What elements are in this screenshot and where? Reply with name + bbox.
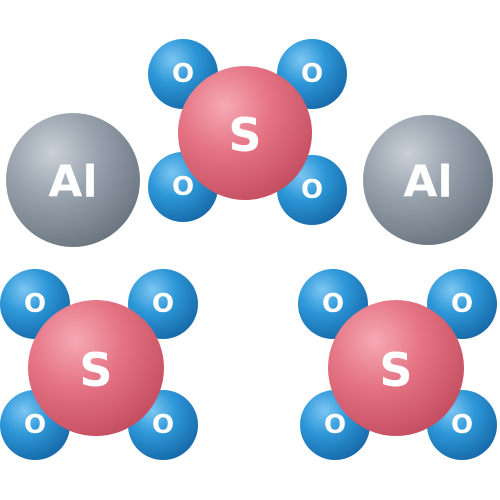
- sulfur-atom: S: [178, 66, 312, 200]
- atom-label: O: [451, 289, 473, 319]
- aluminum-atom-left: Al: [6, 113, 140, 247]
- atom-label: O: [152, 410, 174, 440]
- atom-label: O: [301, 175, 323, 205]
- sulfate-group: O O O O S: [148, 39, 347, 225]
- atom-label: S: [79, 343, 112, 397]
- sulfate-group: O O O O S: [0, 269, 198, 460]
- atom-label: O: [451, 410, 473, 440]
- atom-label: O: [322, 289, 344, 319]
- atom-label: O: [172, 59, 194, 89]
- sulfur-atom: S: [28, 300, 164, 436]
- atom-label: S: [228, 108, 261, 162]
- atom-label: O: [172, 172, 194, 202]
- atom-label: Al: [48, 157, 97, 208]
- atom-label: O: [324, 410, 346, 440]
- atom-label: O: [24, 289, 46, 319]
- aluminum-atom-right: Al: [363, 115, 493, 245]
- atom-label: O: [152, 289, 174, 319]
- atom-label: O: [24, 410, 46, 440]
- atom-label: S: [379, 343, 412, 397]
- atom-label: O: [301, 59, 323, 89]
- sulfur-atom: S: [328, 300, 464, 436]
- atom-label: Al: [403, 157, 452, 208]
- sulfate-group: O O O O S: [298, 269, 497, 460]
